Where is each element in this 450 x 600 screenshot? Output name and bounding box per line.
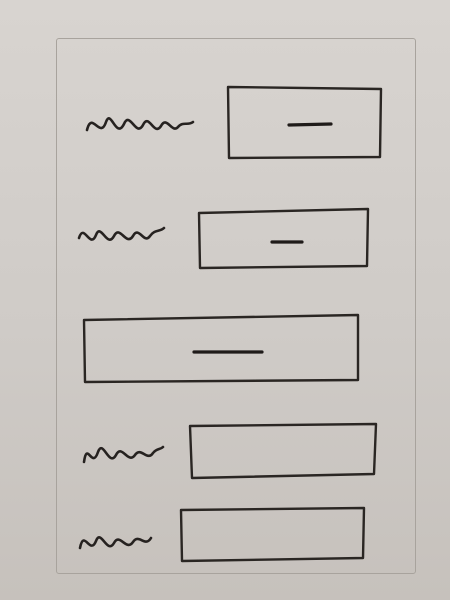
- form-row-4: [82, 422, 378, 480]
- text-field-5[interactable]: [179, 506, 366, 563]
- text-field-1[interactable]: [226, 85, 383, 160]
- text-field-2[interactable]: [197, 207, 370, 270]
- squiggle-label-icon: [82, 445, 165, 464]
- form-row-3: [82, 313, 360, 384]
- text-field-4[interactable]: [188, 422, 378, 480]
- wireframe-sheet: [56, 38, 416, 574]
- text-field-3[interactable]: [82, 313, 360, 384]
- dash-value-icon: [287, 122, 333, 127]
- squiggle-label-icon: [77, 226, 166, 241]
- form-row-2: [77, 207, 370, 270]
- squiggle-label-icon: [78, 536, 153, 550]
- form-row-5: [78, 506, 366, 563]
- form-row-1: [85, 85, 383, 160]
- squiggle-label-icon: [85, 117, 195, 132]
